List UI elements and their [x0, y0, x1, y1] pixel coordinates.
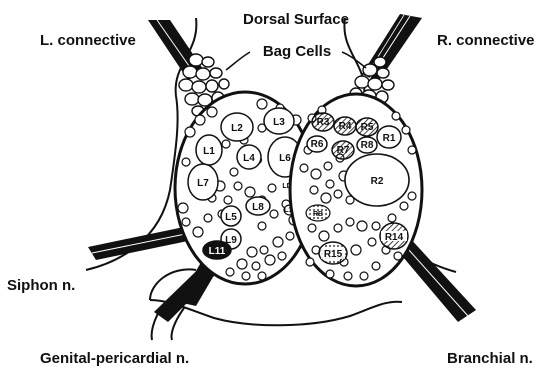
neuron-L3: L3	[264, 108, 294, 134]
neuron-L8: L8	[246, 197, 270, 215]
label-genital-pericardial-n: Genital-pericardial n.	[40, 350, 189, 367]
svg-text:L2: L2	[231, 123, 243, 134]
bag-cells-leader-left	[226, 52, 250, 70]
svg-text:R15: R15	[324, 249, 343, 260]
svg-text:L5: L5	[225, 212, 237, 223]
neuron-R6: R6	[307, 136, 327, 152]
label-siphon-n: Siphon n.	[7, 277, 75, 294]
svg-text:L8: L8	[252, 202, 264, 213]
bag-cells-leader-right	[342, 52, 366, 68]
svg-text:RB: RB	[313, 211, 323, 218]
label-bag-cells: Bag Cells	[263, 43, 331, 60]
svg-text:L3: L3	[273, 117, 285, 128]
label-branchial-n: Branchial n.	[447, 350, 533, 367]
neuron-R8: R8	[357, 137, 377, 153]
svg-text:L6: L6	[279, 153, 291, 164]
svg-text:L1: L1	[203, 146, 215, 157]
svg-text:R5: R5	[361, 122, 374, 133]
neuron-R14: R14	[380, 223, 408, 249]
svg-text:R3: R3	[317, 117, 330, 128]
neuron-R1: R1	[377, 126, 401, 148]
neuron-L2: L2	[221, 113, 253, 141]
neuron-L11: L11	[203, 241, 231, 259]
neuron-L4: L4	[237, 145, 261, 169]
svg-text:R4: R4	[339, 121, 352, 132]
svg-text:R6: R6	[311, 139, 324, 150]
neuron-RB: RB	[306, 205, 330, 221]
neuron-R3: R3	[312, 113, 334, 131]
label-r-connective: R. connective	[437, 32, 535, 49]
svg-text:R7: R7	[337, 145, 350, 156]
svg-text:R1: R1	[383, 133, 396, 144]
right-hemiganglion: R3 R4 R5 R1 R6 R7 R8 R2	[290, 94, 422, 286]
neuron-R7: R7	[332, 141, 354, 159]
svg-text:L4: L4	[243, 153, 255, 164]
neuron-R4: R4	[334, 117, 356, 135]
svg-text:R2: R2	[371, 176, 384, 187]
svg-text:R14: R14	[385, 232, 404, 243]
svg-text:L7: L7	[197, 178, 209, 189]
svg-text:L11: L11	[209, 246, 226, 257]
neuron-R5: R5	[356, 118, 378, 136]
neuron-L5: L5	[221, 206, 241, 226]
label-l-connective: L. connective	[40, 32, 136, 49]
neuron-L1: L1	[196, 135, 222, 165]
svg-text:R8: R8	[361, 140, 374, 151]
neuron-L7: L7	[188, 164, 218, 200]
neuron-R2: R2	[345, 154, 409, 206]
label-dorsal-surface: Dorsal Surface	[243, 11, 349, 28]
neuron-R15: R15	[319, 242, 347, 264]
